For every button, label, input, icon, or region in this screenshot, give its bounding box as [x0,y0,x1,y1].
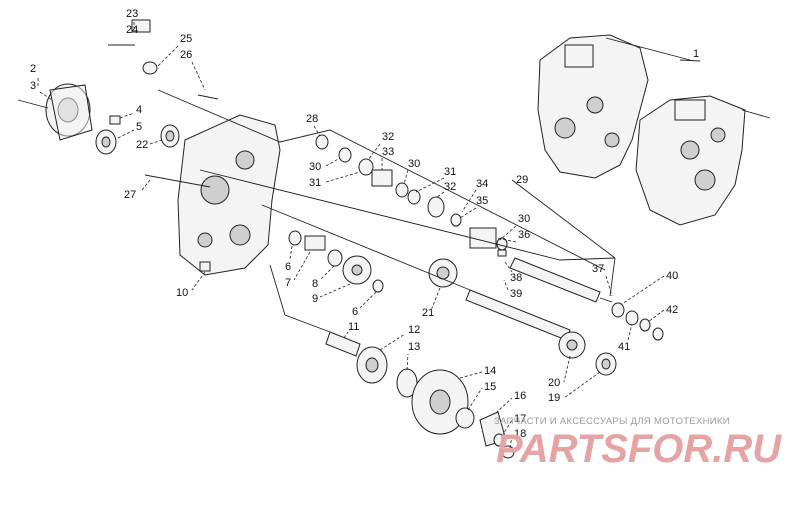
callout-label: 30 [518,213,530,225]
callout-label: 29 [516,174,528,186]
callout-label: 37 [592,263,604,275]
callout-label: 14 [484,365,496,377]
callout-label: 30 [309,161,321,173]
countershaft-drawing [288,230,384,293]
callout-label: 6 [352,306,358,318]
callout-label: 32 [444,181,456,193]
callout-label: 26 [180,49,192,61]
callout-label: 20 [548,377,560,389]
callout-label: 4 [136,104,142,116]
callout-label: 30 [408,158,420,170]
callout-label: 39 [510,288,522,300]
callout-label: 22 [136,139,148,151]
input-shaft-drawing [325,331,515,459]
end-cover-drawing [17,83,93,141]
callout-label: 35 [476,195,488,207]
callout-label: 23 [126,8,138,20]
callout-label: 16 [514,390,526,402]
callout-label: 25 [180,33,192,45]
callout-label: 34 [476,178,488,190]
callout-label: 27 [124,189,136,201]
callout-label: 42 [666,304,678,316]
callout-label: 7 [285,277,291,289]
callout-label: 21 [422,307,434,319]
callout-label: 5 [136,121,142,133]
callout-label: 18 [514,428,526,440]
shift-stack-drawing [315,134,508,251]
callout-label: 12 [408,324,420,336]
watermark: ЗАПЧАСТИ И АКСЕССУАРЫ ДЛЯ МОТОТЕХНИКИ PA… [494,416,782,471]
callout-label: 17 [514,413,526,425]
callout-label: 1 [693,48,699,60]
assembly-guide-lines [157,89,616,333]
callout-label: 36 [518,229,530,241]
callout-label: 40 [666,270,678,282]
callout-label: 3 [30,80,36,92]
watermark-caption: ЗАПЧАСТИ И АКСЕССУАРЫ ДЛЯ МОТОТЕХНИКИ [494,416,730,427]
callout-label: 31 [309,177,321,189]
callout-label: 8 [312,278,318,290]
output-shaft-drawing [497,249,613,303]
mainshaft-drawing [428,258,617,376]
callouts: 1 2 3 4 5 6 7 8 9 6 10 11 12 13 14 15 16 [30,8,701,449]
callout-label: 10 [176,287,188,299]
watermark-logo: PARTSFOR.RU [496,427,782,471]
left-case-half-drawing [177,114,281,276]
callout-label: 33 [382,146,394,158]
callout-label: 28 [306,113,318,125]
callout-label: 15 [484,381,496,393]
callout-label: 24 [126,24,138,36]
callout-label: 31 [444,166,456,178]
callout-label: 19 [548,392,560,404]
callout-label: 41 [618,341,630,353]
callout-label: 2 [30,63,36,75]
crankcase-halves-drawing [537,34,771,226]
callout-label: 9 [312,293,318,305]
callout-label: 6 [285,261,291,273]
left-side-small-parts [95,19,219,272]
callout-label: 38 [510,272,522,284]
callout-label: 11 [348,321,359,333]
right-side-washers [611,302,664,341]
callout-label: 13 [408,341,420,353]
callout-label: 32 [382,131,394,143]
